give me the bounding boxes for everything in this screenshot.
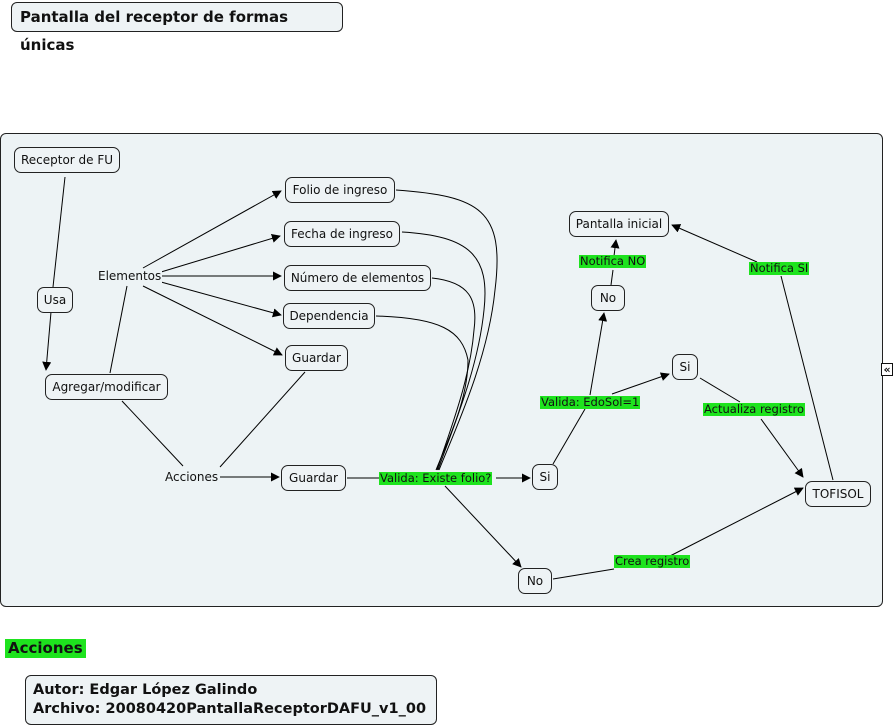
label-crea-registro[interactable]: Crea registro [614, 554, 691, 568]
node-tofisol[interactable]: TOFISOL [805, 481, 871, 507]
concept-map-canvas[interactable] [0, 133, 883, 607]
label-notifica-si[interactable]: Notifica SI [749, 261, 810, 275]
node-pantalla-inicial[interactable]: Pantalla inicial [569, 211, 669, 237]
node-si-folio[interactable]: Si [532, 464, 558, 490]
node-agregar-modificar[interactable]: Agregar/modificar [45, 374, 168, 400]
label-actualiza-registro[interactable]: Actualiza registro [703, 402, 806, 416]
author-info-box: Autor: Edgar López Galindo Archivo: 2008… [25, 675, 437, 725]
node-numero-de-elementos[interactable]: Número de elementos [284, 265, 431, 291]
node-folio-de-ingreso[interactable]: Folio de ingreso [285, 177, 395, 203]
node-no-folio[interactable]: No [518, 568, 552, 594]
label-valida-edosol[interactable]: Valida: EdoSol=1 [540, 395, 641, 409]
node-guardar-acciones[interactable]: Guardar [281, 465, 346, 491]
node-no-edosol[interactable]: No [591, 285, 625, 311]
node-elementos[interactable]: Elementos [97, 269, 163, 283]
collapse-panel-icon[interactable]: « [881, 363, 893, 376]
node-receptor-de-fu[interactable]: Receptor de FU [14, 147, 120, 173]
label-valida-existe-folio[interactable]: Valida: Existe folio? [379, 471, 493, 485]
diagram-title: Pantalla del receptor de formas únicas [11, 2, 343, 54]
node-guardar-elementos[interactable]: Guardar [285, 345, 348, 371]
author-name: Autor: Edgar López Galindo [33, 682, 258, 698]
label-notifica-no[interactable]: Notifica NO [579, 254, 647, 268]
legend-acciones: Acciones [5, 639, 86, 658]
node-si-edosol[interactable]: Si [672, 354, 698, 380]
node-fecha-de-ingreso[interactable]: Fecha de ingreso [284, 221, 400, 247]
file-name: Archivo: 20080420PantallaReceptorDAFU_v1… [33, 701, 427, 717]
node-usa[interactable]: Usa [37, 287, 73, 313]
node-acciones[interactable]: Acciones [164, 470, 220, 484]
node-dependencia[interactable]: Dependencia [283, 303, 375, 329]
